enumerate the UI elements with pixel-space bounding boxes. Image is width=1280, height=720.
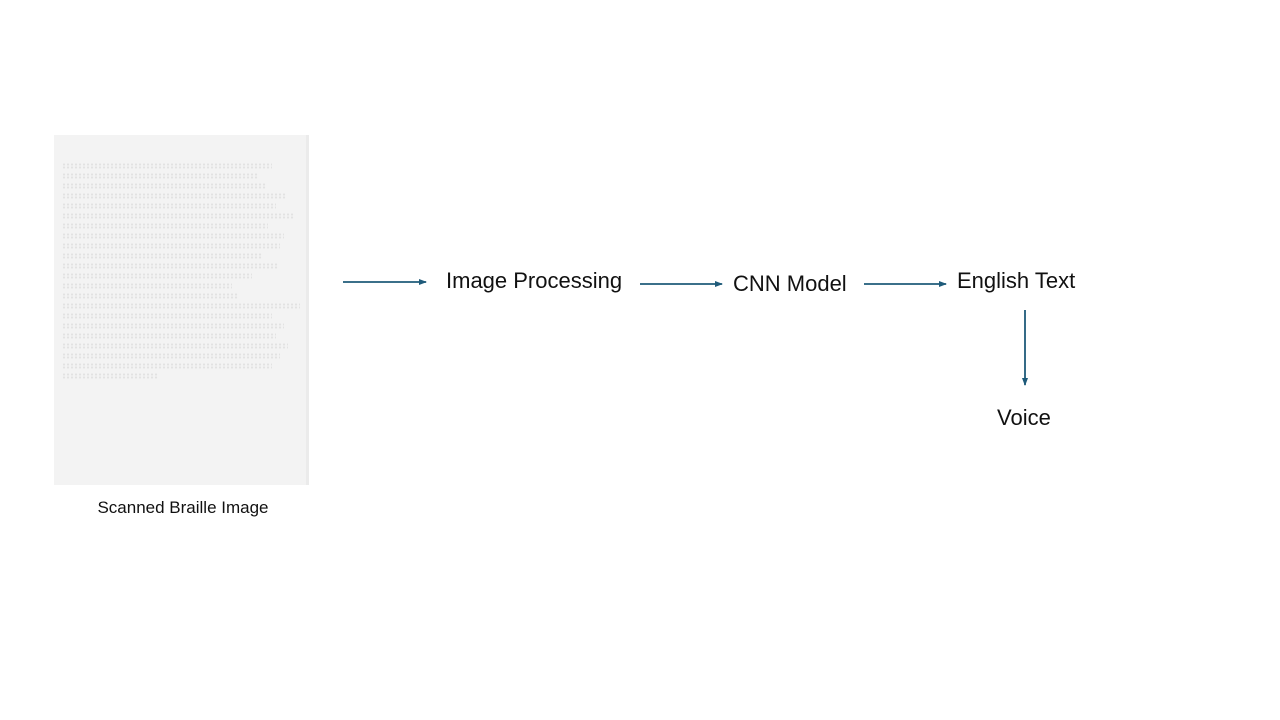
braille-dots-row xyxy=(62,363,272,369)
braille-dots-row xyxy=(62,353,280,359)
scanned-image-caption: Scanned Braille Image xyxy=(97,498,269,517)
braille-dots-row xyxy=(62,263,278,269)
braille-dots-row xyxy=(62,313,272,319)
braille-dots-row xyxy=(62,163,272,169)
braille-dots-row xyxy=(62,283,232,289)
braille-dots-row xyxy=(62,173,258,179)
braille-dots-row xyxy=(62,273,252,279)
image-processing-label: Image Processing xyxy=(446,268,623,293)
cnn-model-label: CNN Model xyxy=(733,271,847,296)
braille-dots-row xyxy=(62,213,294,219)
braille-dots-row xyxy=(62,303,300,309)
braille-dots-row xyxy=(62,203,276,209)
braille-dots-row xyxy=(62,293,238,299)
braille-dots-row xyxy=(62,243,280,249)
braille-dots-row xyxy=(62,343,288,349)
braille-dots-row xyxy=(62,253,262,259)
braille-dots-row xyxy=(62,233,284,239)
braille-dots-row xyxy=(62,323,284,329)
braille-dots-row xyxy=(62,333,276,339)
scanned-braille-image xyxy=(54,135,309,485)
scan-page-edge xyxy=(306,135,309,485)
braille-dots-row xyxy=(62,183,267,189)
braille-dots-row xyxy=(62,223,268,229)
voice-label: Voice xyxy=(997,405,1051,430)
english-text-label: English Text xyxy=(957,268,1076,293)
braille-dots-row xyxy=(62,373,158,379)
braille-dots-row xyxy=(62,193,286,199)
